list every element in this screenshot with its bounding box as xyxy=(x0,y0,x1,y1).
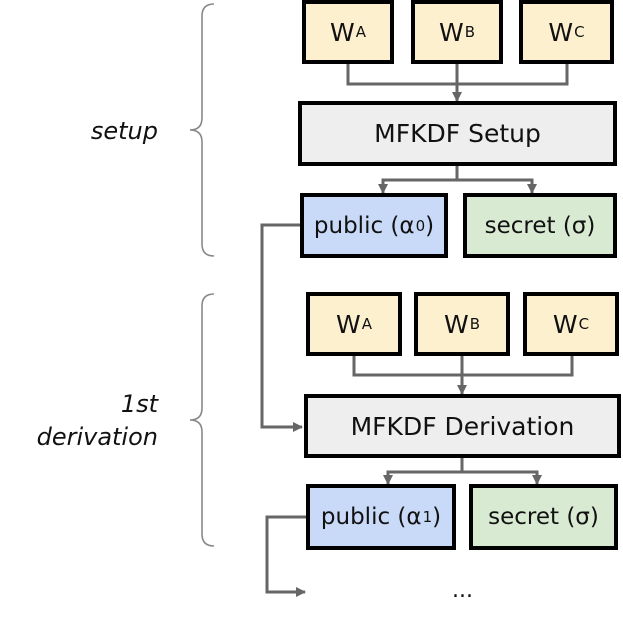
alpha-subscript: 1 xyxy=(422,508,433,526)
derivation-factor-a-wire xyxy=(352,356,462,377)
mfkdf-setup-box: MFKDF Setup xyxy=(298,101,617,166)
factor-subscript: B xyxy=(469,315,481,333)
factor-symbol: W xyxy=(548,17,574,47)
output-label: secret (σ) xyxy=(488,504,599,530)
setup-to-secret-arrow xyxy=(457,178,537,194)
alpha-subscript: 0 xyxy=(415,216,426,235)
derivation-label-line2: derivation xyxy=(36,423,158,451)
public-to-derivation-arrow xyxy=(260,223,303,432)
factor-subscript: C xyxy=(574,23,585,41)
output-label: public (α xyxy=(320,504,422,530)
derivation-label-line1: 1st xyxy=(120,390,158,418)
setup-secret-output: secret (σ) xyxy=(463,193,617,258)
derivation-secret-output: secret (σ) xyxy=(469,484,618,550)
factor-symbol: W xyxy=(443,309,469,339)
factor-subscript: A xyxy=(361,315,372,333)
derivation-label: 1st derivation xyxy=(0,388,158,454)
factor-symbol: W xyxy=(336,309,361,339)
factor-symbol: W xyxy=(330,17,355,47)
continuation-ellipsis: ... xyxy=(452,578,473,603)
setup-factor-a-wire xyxy=(346,64,457,86)
setup-brace xyxy=(189,3,215,257)
setup-to-public-arrow xyxy=(378,178,457,194)
factor-subscript: B xyxy=(464,23,476,41)
derivation-to-secret-arrow xyxy=(462,470,542,485)
process-label: MFKDF Derivation xyxy=(350,411,575,441)
factor-subscript: A xyxy=(355,23,366,41)
derivation-brace xyxy=(189,293,215,547)
derivation-factor-c-wire xyxy=(462,356,574,377)
factor-symbol: W xyxy=(552,309,578,339)
public-to-next-arrow xyxy=(265,515,306,597)
setup-factor-c-wire xyxy=(457,64,569,86)
derivation-to-public-arrow xyxy=(383,470,462,485)
output-close-paren: ) xyxy=(432,504,442,530)
factor-symbol: W xyxy=(438,17,464,47)
output-label: secret (σ) xyxy=(484,212,596,239)
factor-subscript: C xyxy=(578,315,590,333)
process-label: MFKDF Setup xyxy=(374,119,541,148)
output-label: public (α xyxy=(313,212,415,239)
setup-label: setup xyxy=(90,117,158,145)
mfkdf-derivation-box: MFKDF Derivation xyxy=(304,394,621,458)
output-close-paren: ) xyxy=(425,212,435,239)
